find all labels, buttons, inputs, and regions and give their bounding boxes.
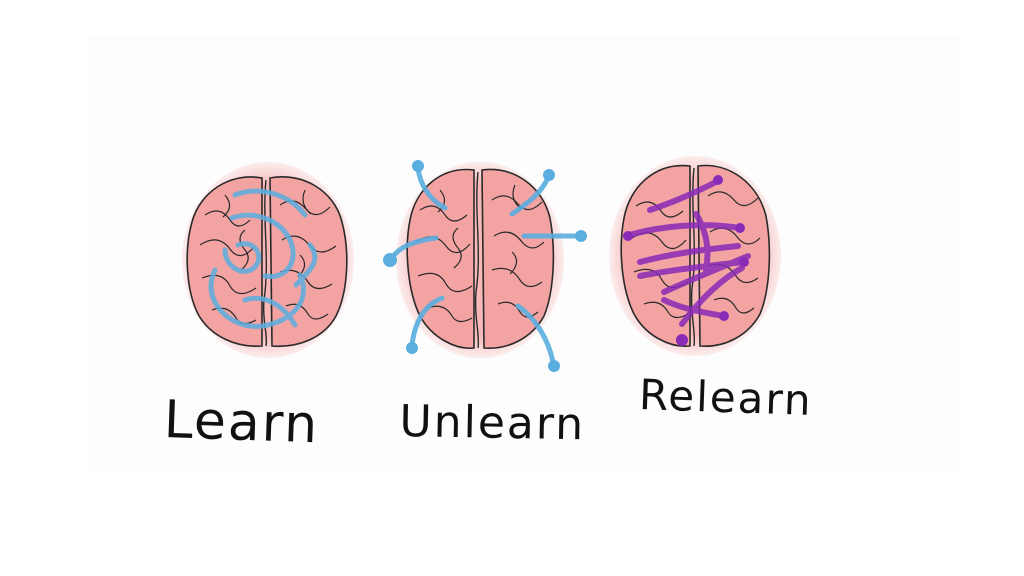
label-relearn: Relearn	[638, 370, 814, 426]
label-unlearn: Unlearn	[399, 396, 586, 451]
unlearn-pathways	[389, 165, 581, 365]
brain-learn	[182, 162, 354, 358]
learning-pathways	[208, 188, 318, 329]
brain-icon	[406, 168, 555, 349]
brain-unlearn	[383, 160, 587, 372]
brain-relearn	[609, 156, 781, 356]
unlearn-pathway-ends	[383, 160, 587, 372]
relearn-pathway-nodes	[623, 175, 749, 346]
label-learn: Learn	[162, 390, 321, 456]
